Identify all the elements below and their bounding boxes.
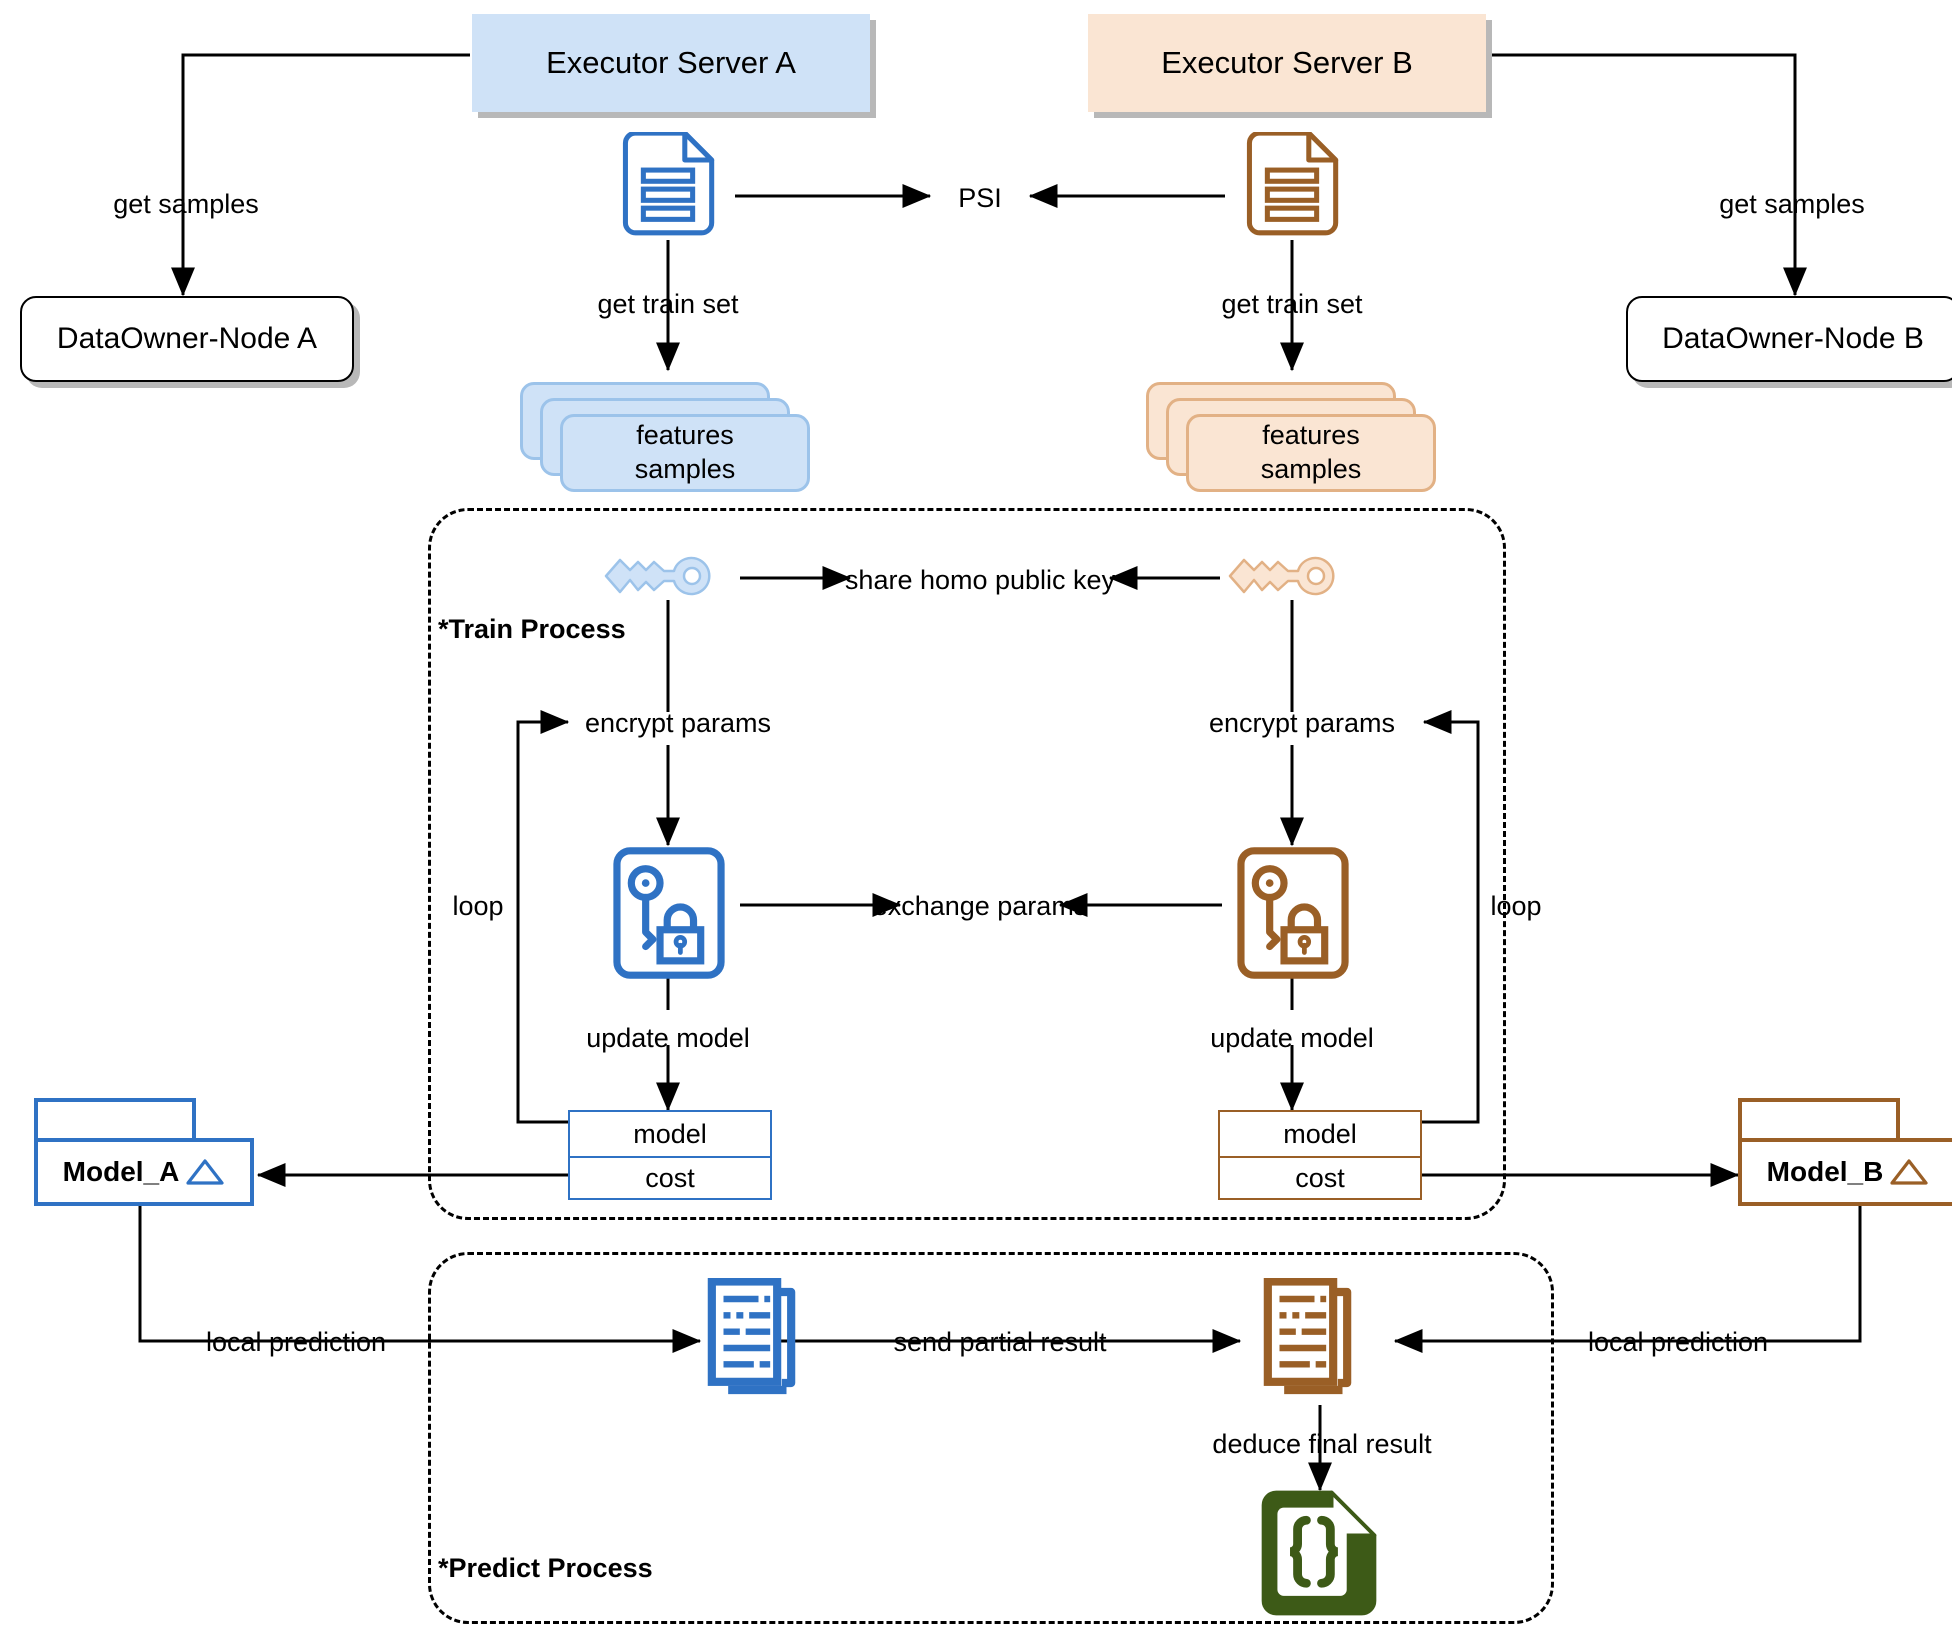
train-process-container xyxy=(428,508,1506,1220)
executor-server-a-label: Executor Server A xyxy=(546,45,796,80)
local-prediction-label-b: local prediction xyxy=(1587,1327,1769,1357)
model-cost-table-a[interactable]: model cost xyxy=(568,1110,772,1200)
documents-stack-icon-b xyxy=(1263,1278,1352,1395)
features-samples-stack-b: features samples xyxy=(1146,382,1436,492)
features-label-a: features xyxy=(636,420,734,451)
model-a-package-tab xyxy=(34,1098,196,1142)
encrypt-params-label-b: encrypt params xyxy=(1208,708,1396,738)
get-train-set-label-b: get train set xyxy=(1221,289,1363,319)
dataowner-node-a-box[interactable]: DataOwner-Node A xyxy=(20,296,354,382)
features-label-b: features xyxy=(1262,420,1360,451)
model-b-package[interactable]: Model_B xyxy=(1738,1098,1952,1208)
model-row-label-a: model xyxy=(633,1118,707,1149)
encrypt-params-label-a: encrypt params xyxy=(584,708,772,738)
model-b-package-body: Model_B xyxy=(1738,1138,1952,1206)
triangle-icon-a xyxy=(186,1159,224,1185)
samples-label-a: samples xyxy=(634,454,736,484)
dataowner-node-b-label: DataOwner-Node B xyxy=(1662,322,1924,355)
model-row-a: model xyxy=(570,1112,770,1156)
model-a-package-body: Model_A xyxy=(34,1138,254,1206)
key-icon-a xyxy=(604,556,711,596)
executor-server-b-label: Executor Server B xyxy=(1161,45,1413,80)
train-process-label: *Train Process xyxy=(438,614,626,644)
local-prediction-label-a: local prediction xyxy=(205,1327,387,1357)
loop-label-a: loop xyxy=(452,891,504,921)
stack-card-front: features samples xyxy=(1186,414,1436,492)
dataowner-node-b-box[interactable]: DataOwner-Node B xyxy=(1626,296,1952,382)
document-icon-a xyxy=(622,132,715,236)
exchange-params-label: exchange params xyxy=(872,891,1088,921)
get-samples-label-b: get samples xyxy=(1719,189,1865,219)
features-samples-stack-a: features samples xyxy=(520,382,810,492)
cost-row-a: cost xyxy=(570,1156,770,1199)
cost-row-b: cost xyxy=(1220,1156,1420,1199)
update-model-label-a: update model xyxy=(586,1023,750,1053)
json-file-icon xyxy=(1261,1490,1377,1616)
predict-process-label: *Predict Process xyxy=(438,1553,653,1583)
model-b-name: Model_B xyxy=(1766,1156,1884,1187)
model-cost-table-b[interactable]: model cost xyxy=(1218,1110,1422,1200)
stack-card-front: features samples xyxy=(560,414,810,492)
key-lock-icon-a xyxy=(613,847,725,979)
executor-server-a-box[interactable]: Executor Server A xyxy=(472,14,870,112)
send-partial-result-label: send partial result xyxy=(893,1327,1107,1357)
cost-row-label-a: cost xyxy=(645,1163,695,1193)
get-samples-label-a: get samples xyxy=(113,189,259,219)
model-row-label-b: model xyxy=(1283,1118,1357,1149)
dataowner-node-a-label: DataOwner-Node A xyxy=(56,322,318,355)
get-train-set-label-a: get train set xyxy=(597,289,739,319)
key-icon-b xyxy=(1228,556,1335,596)
cost-row-label-b: cost xyxy=(1295,1163,1345,1193)
document-icon-b xyxy=(1246,132,1339,236)
update-model-label-b: update model xyxy=(1210,1023,1374,1053)
triangle-icon-b xyxy=(1890,1159,1928,1185)
share-homo-public-key-label: share homo public key xyxy=(844,565,1116,595)
model-a-name: Model_A xyxy=(62,1156,180,1187)
documents-stack-icon-a xyxy=(707,1278,796,1395)
model-b-package-tab xyxy=(1738,1098,1900,1142)
deduce-final-result-label: deduce final result xyxy=(1212,1429,1432,1459)
key-lock-icon-b xyxy=(1237,847,1349,979)
executor-server-b-box[interactable]: Executor Server B xyxy=(1088,14,1486,112)
psi-label: PSI xyxy=(958,183,1002,213)
predict-process-container xyxy=(428,1252,1554,1624)
model-a-package[interactable]: Model_A xyxy=(34,1098,254,1208)
model-row-b: model xyxy=(1220,1112,1420,1156)
samples-label-b: samples xyxy=(1260,454,1362,484)
loop-label-b: loop xyxy=(1490,891,1542,921)
